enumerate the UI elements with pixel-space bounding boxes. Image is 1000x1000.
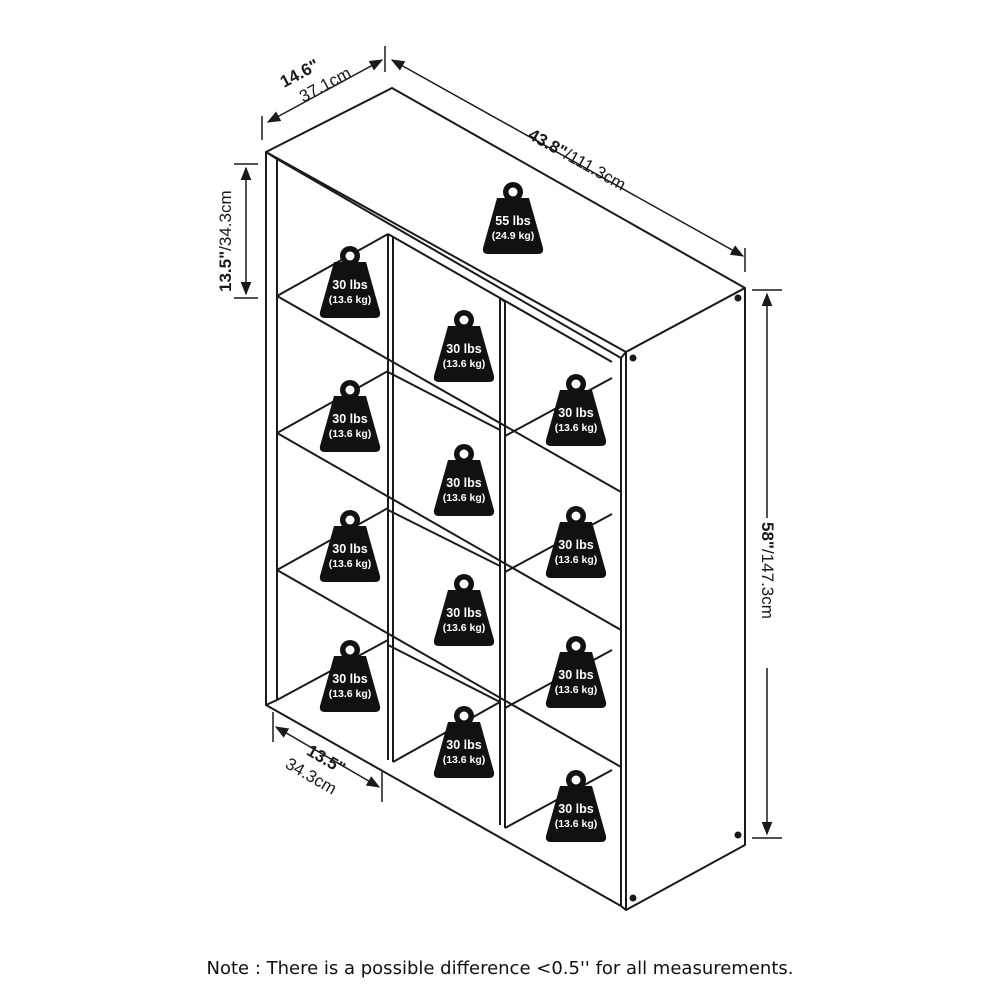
- height-in-label: 58": [758, 522, 777, 549]
- weight-kg-label: (24.9 kg): [492, 230, 535, 242]
- weight-kg-label: (13.6 kg): [555, 422, 598, 434]
- weight-lbs-label: 30 lbs: [558, 802, 593, 816]
- cube-weight-icon: 30 lbs (13.6 kg): [433, 574, 495, 646]
- cube-weight-icon: 30 lbs (13.6 kg): [433, 310, 495, 382]
- weight-lbs-label: 30 lbs: [446, 342, 481, 356]
- weight-lbs-label: 30 lbs: [332, 412, 367, 426]
- cube-weight-icon: 30 lbs (13.6 kg): [433, 444, 495, 516]
- cube-weight-icon: 30 lbs (13.6 kg): [545, 636, 607, 708]
- height-label: 58"/147.3cm: [758, 522, 777, 619]
- weight-lbs-label: 30 lbs: [332, 542, 367, 556]
- weight-lbs-label: 55 lbs: [495, 214, 530, 228]
- weight-badges: 55 lbs (24.9 kg) 30 lbs (13.6 kg) 30 lbs (13.…: [319, 182, 607, 842]
- weight-lbs-label: 30 lbs: [446, 738, 481, 752]
- cube-weight-icon: 30 lbs (13.6 kg): [319, 380, 381, 452]
- weight-kg-label: (13.6 kg): [443, 492, 486, 504]
- cube-weight-icon: 30 lbs (13.6 kg): [545, 506, 607, 578]
- weight-lbs-label: 30 lbs: [332, 672, 367, 686]
- weight-lbs-label: 30 lbs: [558, 668, 593, 682]
- weight-kg-label: (13.6 kg): [329, 688, 372, 700]
- left-panel: [265, 151, 278, 706]
- cube-weight-icon: 30 lbs (13.6 kg): [433, 706, 495, 778]
- weight-lbs-label: 30 lbs: [558, 406, 593, 420]
- cube-height-in-label: 13.5": [216, 251, 235, 292]
- top-weight-icon: 55 lbs (24.9 kg): [482, 182, 544, 254]
- weight-lbs-label: 30 lbs: [446, 606, 481, 620]
- weight-kg-label: (13.6 kg): [329, 294, 372, 306]
- cube-weight-icon: 30 lbs (13.6 kg): [319, 640, 381, 712]
- weight-kg-label: (13.6 kg): [443, 622, 486, 634]
- cube-height-label: 13.5"/34.3cm: [216, 190, 235, 292]
- cube-weight-icon: 30 lbs (13.6 kg): [545, 770, 607, 842]
- weight-lbs-label: 30 lbs: [332, 278, 367, 292]
- cube-weight-icon: 30 lbs (13.6 kg): [319, 510, 381, 582]
- weight-kg-label: (13.6 kg): [329, 428, 372, 440]
- cube-weight-icon: 30 lbs (13.6 kg): [319, 246, 381, 318]
- weight-kg-label: (13.6 kg): [443, 358, 486, 370]
- height-cm-label: /147.3cm: [758, 549, 777, 619]
- bookcase: [265, 87, 746, 911]
- width-cm-label: /111.3cm: [561, 145, 629, 194]
- weight-kg-label: (13.6 kg): [443, 754, 486, 766]
- measurement-note: Note : There is a possible difference <0…: [206, 958, 794, 979]
- weight-kg-label: (13.6 kg): [555, 554, 598, 566]
- weight-kg-label: (13.6 kg): [555, 818, 598, 830]
- weight-kg-label: (13.6 kg): [555, 684, 598, 696]
- weight-kg-label: (13.6 kg): [329, 558, 372, 570]
- weight-lbs-label: 30 lbs: [558, 538, 593, 552]
- weight-lbs-label: 30 lbs: [446, 476, 481, 490]
- right-side-panel: [625, 287, 746, 911]
- cube-weight-icon: 30 lbs (13.6 kg): [545, 374, 607, 446]
- cube-height-cm-label: /34.3cm: [216, 190, 235, 250]
